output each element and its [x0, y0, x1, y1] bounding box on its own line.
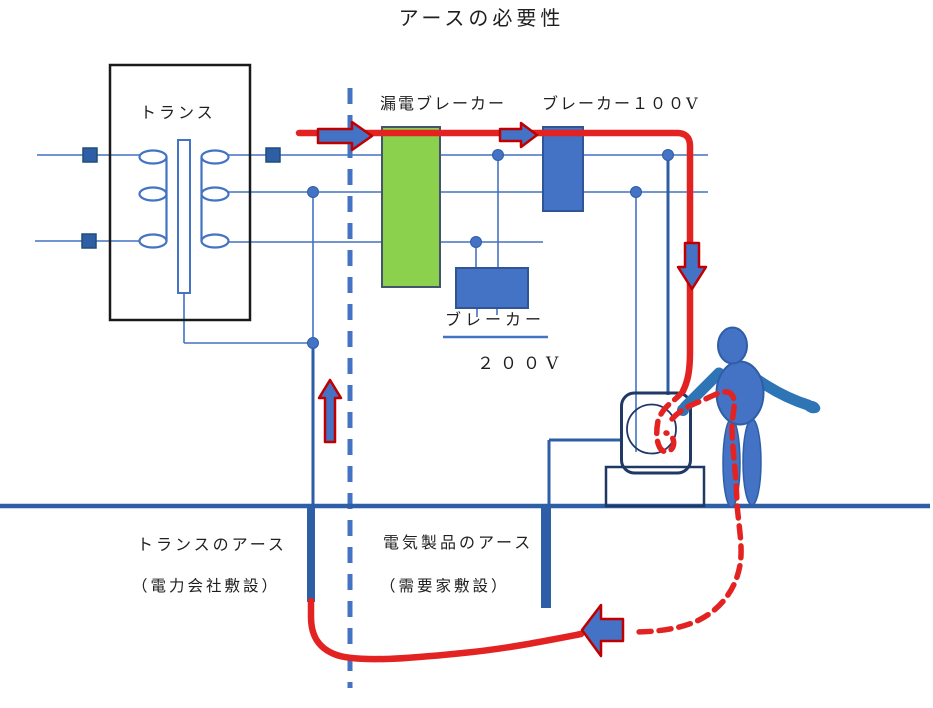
- arrow-right-icon: [316, 120, 374, 152]
- leakage-breaker-body: [381, 126, 441, 288]
- breaker-200v-label: ブレーカー: [445, 310, 546, 329]
- page-title: アースの必要性: [398, 6, 565, 30]
- breaker-200v-voltage: ２００V: [477, 354, 565, 374]
- person-figure: [677, 326, 821, 508]
- person-leg: [742, 418, 762, 506]
- arrow-right-icon: [498, 121, 539, 149]
- junction-node: [307, 186, 319, 198]
- appliance-earth-note: （需要家敷設）: [380, 577, 510, 595]
- fault-current-return-earth: [307, 597, 585, 663]
- breaker-200v-body: [455, 267, 529, 309]
- machine-body: [620, 391, 692, 475]
- transformer-earth-electrode: [307, 506, 315, 602]
- transformer-label: トランス: [140, 103, 216, 122]
- junction-node: [662, 149, 674, 161]
- terminal-square: [82, 147, 98, 163]
- machine-stand: [604, 465, 706, 508]
- secondary-coil: [200, 149, 230, 249]
- washing-machine: [604, 391, 706, 508]
- arrow-left-icon: [580, 603, 625, 658]
- fault-current-loop-machine: [654, 388, 686, 455]
- fault-current-through-person: [629, 389, 744, 635]
- transformer-symbol: [108, 63, 252, 322]
- appliance-earth-label: 電気製品のアース: [383, 533, 534, 552]
- fault-current-path: [295, 129, 744, 663]
- terminal-squares: [81, 147, 281, 249]
- arrow-down-icon: [676, 241, 708, 291]
- fault-current-line-supply: [295, 129, 694, 395]
- circuit-wires: [35, 154, 708, 506]
- current-arrows: [316, 120, 708, 658]
- terminal-square: [265, 147, 281, 163]
- person-head: [717, 326, 748, 365]
- transformer-box: [108, 63, 252, 322]
- transformer-core: [177, 139, 191, 294]
- machine-drum: [626, 403, 677, 455]
- breaker-100v-label: ブレーカー１００V: [542, 94, 700, 113]
- primary-coil: [138, 149, 168, 249]
- ground-group: [0, 503, 930, 608]
- leakage-breaker-label: 漏電ブレーカー: [380, 94, 507, 113]
- junction-node: [492, 149, 504, 161]
- transformer-earth-note: （電力会社敷設）: [132, 577, 281, 595]
- terminal-square: [81, 233, 97, 249]
- person-left-arm: [679, 367, 725, 413]
- transformer-earth-label: トランスのアース: [137, 535, 287, 554]
- junction-node: [307, 337, 319, 349]
- junction-node: [470, 236, 482, 248]
- person-right-hand: [803, 400, 821, 414]
- appliance-earth-electrode: [541, 506, 551, 608]
- arrow-up-icon: [317, 378, 343, 444]
- breaker-100v-body: [542, 126, 584, 212]
- junction-node: [630, 186, 642, 198]
- junction-nodes: [307, 149, 674, 349]
